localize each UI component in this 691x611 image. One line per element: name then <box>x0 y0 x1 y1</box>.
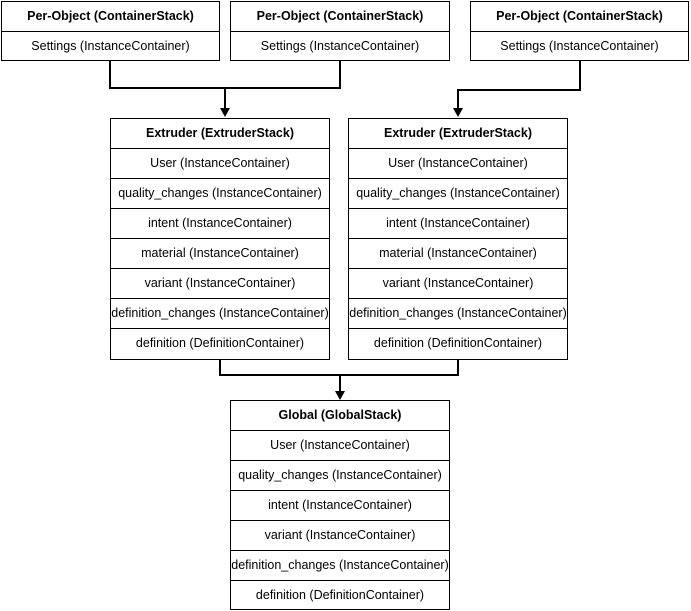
extruder-stack-2-row-variant: variant (InstanceContainer) <box>349 269 567 299</box>
extruder-stack-2-header: Extruder (ExtruderStack) <box>349 119 567 149</box>
per-object-stack-2[interactable]: Per-Object (ContainerStack) Settings (In… <box>230 1 450 61</box>
extruder-stack-1-row-definition: definition (DefinitionContainer) <box>135 336 305 350</box>
connector-global-stem <box>339 374 341 392</box>
connector-per-object-1-drop <box>109 61 111 89</box>
extruder-stack-1-row-material: material (InstanceContainer) <box>111 239 329 269</box>
arrow-head-right-extruder <box>453 108 463 117</box>
extruder-stack-1-row-variant: variant (InstanceContainer) <box>111 269 329 299</box>
connector-right-merge-bar <box>457 89 581 91</box>
global-stack-row-variant: variant (InstanceContainer) <box>231 521 449 551</box>
global-stack-row-intent: intent (InstanceContainer) <box>231 491 449 521</box>
per-object-stack-1-row-settings: Settings (InstanceContainer) <box>31 39 190 53</box>
connector-extruder-2-drop <box>457 360 459 376</box>
arrow-head-left-extruder <box>220 108 230 117</box>
connector-extruder-1-drop <box>219 360 221 376</box>
connector-right-extruder-stem <box>457 89 459 109</box>
per-object-stack-3-header: Per-Object (ContainerStack) <box>471 2 688 32</box>
extruder-stack-1-row-quality-changes: quality_changes (InstanceContainer) <box>111 179 329 209</box>
connector-per-object-2-drop <box>339 61 341 89</box>
connector-per-object-3-drop <box>579 61 581 91</box>
global-stack-header: Global (GlobalStack) <box>231 401 449 431</box>
global-stack-row-definition: definition (DefinitionContainer) <box>255 588 425 602</box>
extruder-stack-1-row-definition-changes: definition_changes (InstanceContainer) <box>111 299 329 329</box>
extruder-stack-1[interactable]: Extruder (ExtruderStack) User (InstanceC… <box>110 118 330 360</box>
per-object-stack-2-row-settings: Settings (InstanceContainer) <box>260 39 420 53</box>
global-stack-row-quality-changes: quality_changes (InstanceContainer) <box>231 461 449 491</box>
extruder-stack-2-row-definition: definition (DefinitionContainer) <box>373 336 543 350</box>
global-stack[interactable]: Global (GlobalStack) User (InstanceConta… <box>230 400 450 610</box>
arrow-head-global <box>335 391 345 400</box>
extruder-stack-1-row-user: User (InstanceContainer) <box>111 149 329 179</box>
global-stack-row-user: User (InstanceContainer) <box>231 431 449 461</box>
extruder-stack-2[interactable]: Extruder (ExtruderStack) User (InstanceC… <box>348 118 568 360</box>
extruder-stack-2-row-intent: intent (InstanceContainer) <box>349 209 567 239</box>
per-object-stack-2-header: Per-Object (ContainerStack) <box>231 2 449 32</box>
extruder-stack-2-row-quality-changes: quality_changes (InstanceContainer) <box>349 179 567 209</box>
global-stack-row-definition-changes: definition_changes (InstanceContainer) <box>231 551 449 581</box>
per-object-stack-1[interactable]: Per-Object (ContainerStack) Settings (In… <box>1 1 220 61</box>
extruder-stack-2-row-material: material (InstanceContainer) <box>349 239 567 269</box>
per-object-stack-1-header: Per-Object (ContainerStack) <box>2 2 219 32</box>
per-object-stack-3[interactable]: Per-Object (ContainerStack) Settings (In… <box>470 1 689 61</box>
per-object-stack-3-row-settings: Settings (InstanceContainer) <box>500 39 659 53</box>
extruder-stack-2-row-definition-changes: definition_changes (InstanceContainer) <box>349 299 567 329</box>
extruder-stack-1-header: Extruder (ExtruderStack) <box>111 119 329 149</box>
connector-left-extruder-stem <box>224 87 226 109</box>
extruder-stack-2-row-user: User (InstanceContainer) <box>349 149 567 179</box>
extruder-stack-1-row-intent: intent (InstanceContainer) <box>111 209 329 239</box>
